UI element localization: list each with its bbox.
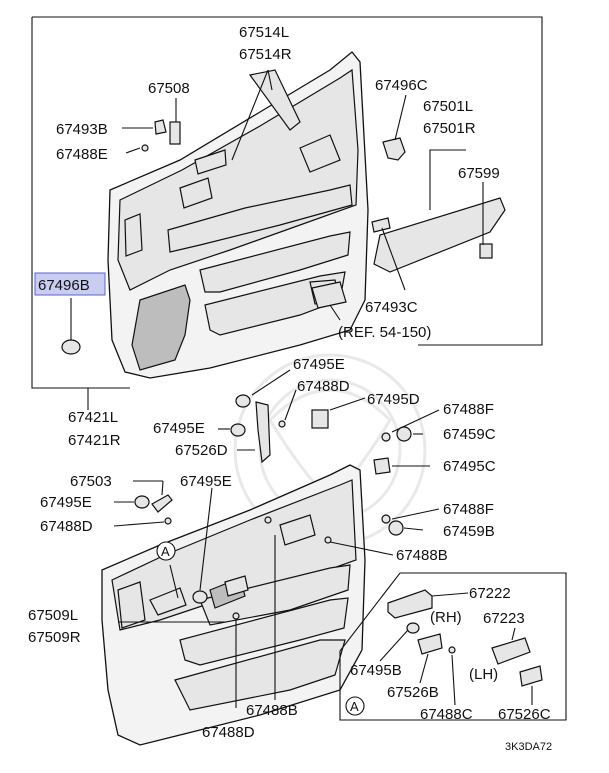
label-67514l: 67514L (239, 24, 289, 41)
label-ref-54-150: (REF. 54-150) (338, 324, 431, 341)
label-67514r: 67514R (239, 46, 292, 63)
label-67459b: 67459B (443, 523, 495, 540)
clip-67495e-a (235, 394, 251, 408)
clip-67495e-d (192, 590, 208, 604)
bracket-67526d (255, 401, 271, 464)
label-lh: (LH) (469, 666, 498, 683)
upper-labels: 67514L 67514R 67508 67496C 67501L 67501R… (34, 24, 500, 449)
label-67488f-2: 67488F (443, 501, 494, 518)
label-67488d-3: 67488D (202, 724, 255, 741)
switch-67222 (387, 589, 433, 619)
moulding-67599 (373, 197, 506, 273)
bracket-67526b (417, 633, 443, 655)
label-67495e-1: 67495E (293, 356, 345, 373)
highlight-67496b (34, 272, 106, 296)
label-67526d: 67526D (175, 442, 228, 459)
label-67488b-2: 67488B (246, 702, 298, 719)
label-67421l: 67421L (68, 409, 118, 426)
label-67509l: 67509L (28, 607, 78, 624)
clip-67493c (371, 217, 391, 233)
clip-67496c (382, 137, 406, 161)
label-67501l: 67501L (423, 98, 473, 115)
callout-a-label: A (161, 544, 170, 559)
label-67223: 67223 (483, 610, 525, 627)
label-67495e-3: 67495E (180, 473, 232, 490)
label-67222: 67222 (469, 585, 511, 602)
label-67495b: 67495B (350, 662, 402, 679)
label-67493b: 67493B (56, 121, 108, 138)
label-67488e: 67488E (56, 146, 108, 163)
clip-67495c (373, 457, 391, 475)
callout-a-main: A (156, 541, 176, 561)
clip-67495e-b (230, 423, 246, 437)
screw-67488d-a (278, 420, 286, 428)
screw-67488d-b (164, 517, 172, 525)
label-67421r: 67421R (68, 432, 121, 449)
ring-67459b (388, 520, 404, 536)
upper-leaders (70, 69, 484, 340)
lower-door-trim (101, 464, 366, 746)
clip-67495b (406, 622, 420, 634)
label-67488d-2: 67488D (40, 518, 93, 535)
screw-67488f-a (381, 432, 391, 442)
label-67496c: 67496C (375, 77, 428, 94)
clip-67495e-c (134, 495, 150, 509)
screw-67488c (448, 646, 456, 654)
upper-parts (61, 69, 506, 355)
screw-67488f-b (381, 514, 391, 524)
clip-67503 (151, 494, 173, 513)
upper-door-trim (107, 51, 369, 379)
ring-67459c (396, 426, 412, 442)
label-67493c: 67493C (365, 299, 418, 316)
label-67495c: 67495C (443, 458, 496, 475)
lower-parts (134, 394, 412, 620)
detail-box-a: A 67222 (RH) 67223 67495B (LH) 67526B 67… (339, 572, 567, 723)
label-67495d: 67495D (367, 391, 420, 408)
lower-leaders (113, 369, 440, 708)
clip-67599 (479, 243, 493, 259)
screw-67488b-b (264, 516, 272, 524)
upper-frame (31, 16, 543, 410)
detail-callout-a-label: A (350, 699, 359, 714)
label-67488c: 67488C (420, 706, 473, 723)
label-67488b-1: 67488B (396, 547, 448, 564)
label-rh: (RH) (430, 609, 462, 626)
lower-labels: 67495E 67488D 67495D 67488F 67495E 67459… (28, 356, 496, 741)
label-67459c: 67459C (443, 426, 496, 443)
bracket-67526c (519, 665, 543, 687)
label-67508: 67508 (148, 80, 190, 97)
clip-67495d (311, 409, 329, 429)
screw-67488d-c (232, 612, 240, 620)
switch-ref (311, 281, 347, 309)
label-67495e-2: 67495E (153, 420, 205, 437)
bracket-67508 (169, 121, 181, 145)
screw-67488b-a (324, 536, 332, 544)
diagram-code: 3K3DA72 (505, 741, 552, 753)
label-67503: 67503 (70, 473, 112, 490)
label-67526c: 67526C (498, 706, 551, 723)
label-67488f-1: 67488F (443, 401, 494, 418)
label-67488d-1: 67488D (297, 378, 350, 395)
label-67599: 67599 (458, 165, 500, 182)
label-67501r: 67501R (423, 120, 476, 137)
label-67495e-4: 67495E (40, 494, 92, 511)
screw-67488e (141, 144, 149, 152)
label-67496b[interactable]: 67496B (38, 277, 90, 294)
clip-67493b (154, 119, 167, 135)
clip-67496b (61, 339, 81, 355)
label-67509r: 67509R (28, 629, 81, 646)
label-67526b: 67526B (387, 684, 439, 701)
pocket-67509 (224, 575, 249, 597)
switch-67223 (491, 637, 531, 665)
